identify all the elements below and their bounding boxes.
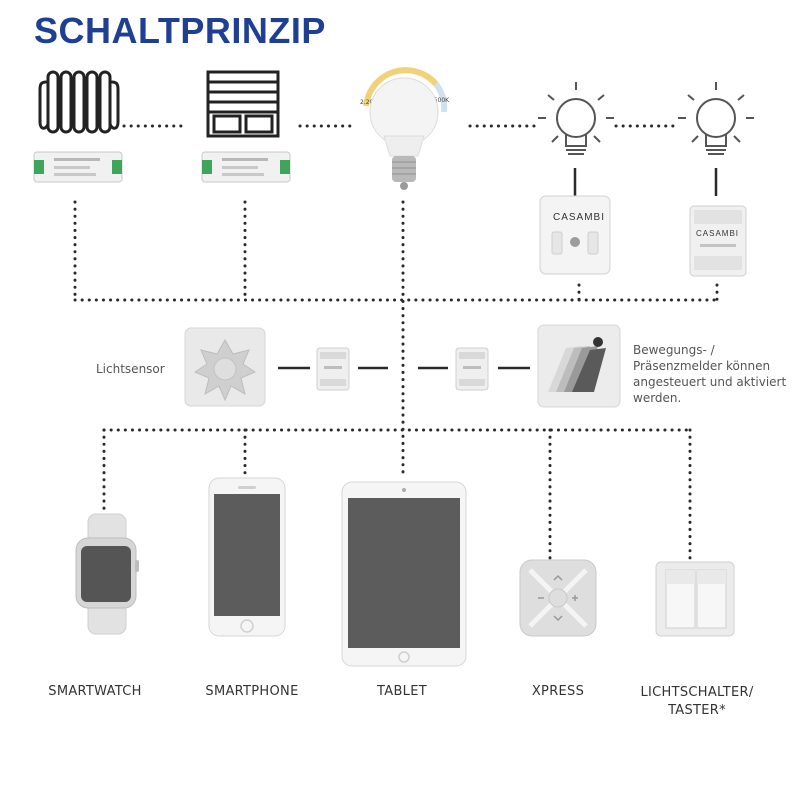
page-title: SCHALTPRINZIP (34, 10, 326, 51)
light-sensor-device (184, 327, 266, 407)
relay-module-1 (316, 347, 350, 391)
light-bulb-icon-2 (678, 82, 754, 155)
actuator-module-shutter (201, 151, 291, 183)
smartwatch-device (75, 513, 139, 635)
solid-connections (278, 168, 718, 370)
shutter-icon (206, 70, 280, 138)
device-label-xpress: XPRESS (531, 684, 585, 699)
actuator-module-radiator (33, 151, 123, 183)
xpress-remote-device (519, 559, 597, 637)
casambi-module-1: CASAMBI (539, 195, 611, 275)
casambi-module-2: CASAMBI (689, 205, 747, 277)
relay-module-2 (455, 347, 489, 391)
cool-temp-label: 6.500K (428, 97, 450, 104)
motion-sensor-device (537, 324, 621, 408)
radiator-icon (38, 70, 120, 134)
dotted-connections (73, 124, 719, 562)
device-label-tablet: TABLET (377, 684, 427, 699)
device-label-lichtschalter: LICHTSCHALTER/ TASTER* (640, 685, 754, 718)
svg-text:CASAMBI: CASAMBI (696, 229, 739, 238)
device-label-smartwatch: SMARTWATCH (48, 684, 142, 699)
light-bulb-icon-1 (538, 82, 614, 155)
svg-text:CASAMBI: CASAMBI (553, 212, 605, 223)
smartphone-device (208, 477, 286, 637)
light-sensor-label: Lichtsensor (96, 362, 165, 376)
smart-bulb-icon: 2.200K 6.500K (360, 67, 450, 190)
motion-sensor-description: Bewegungs- / Präsenzmelder können angest… (633, 343, 787, 405)
light-switch-device (655, 561, 735, 637)
device-label-smartphone: SMARTPHONE (205, 684, 299, 699)
tablet-device (341, 481, 467, 667)
